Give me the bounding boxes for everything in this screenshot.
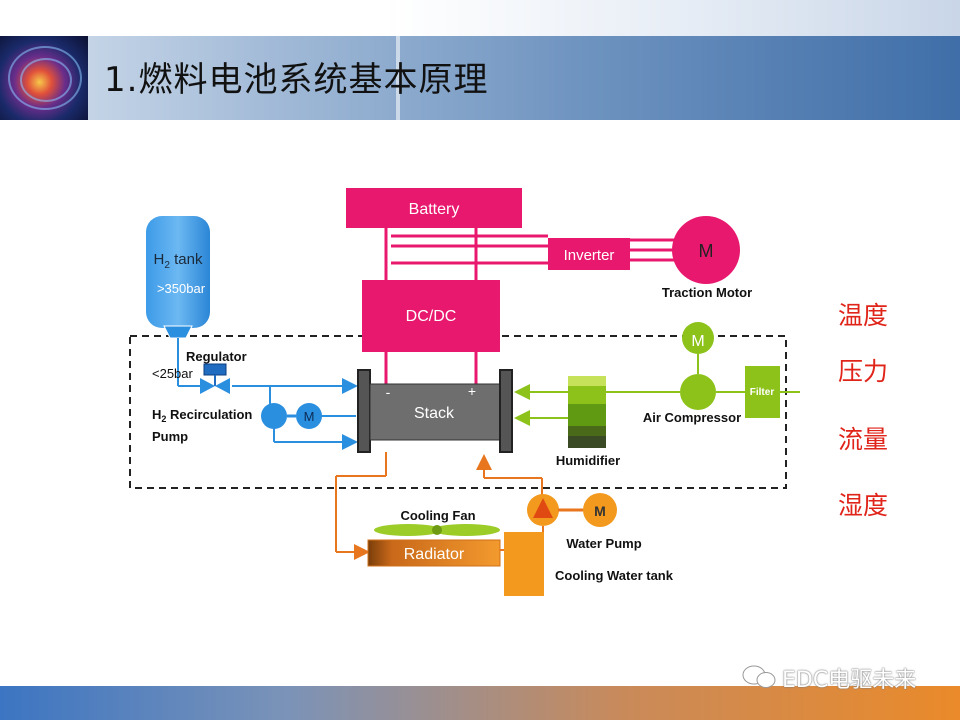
water-pump-motor-symbol: M bbox=[594, 503, 606, 519]
stack-right-endplate bbox=[499, 369, 513, 453]
water-pump-motor-icon bbox=[583, 493, 617, 527]
watermark-text: EDC电驱未来 bbox=[782, 668, 917, 693]
slide-title: 1.燃料电池系统基本原理 bbox=[104, 60, 489, 100]
inverter-label: Inverter bbox=[564, 247, 615, 264]
stack-plus-terminal: + bbox=[468, 383, 476, 399]
footer-band bbox=[0, 686, 960, 720]
side-label-temperature: 温度 bbox=[838, 301, 889, 330]
humidifier-label: Humidifier bbox=[556, 453, 620, 468]
compressor-motor-icon bbox=[682, 322, 714, 354]
recirc-pump-label-1: H2 Recirculation bbox=[152, 407, 252, 424]
valve-icon bbox=[200, 378, 230, 394]
traction-motor-symbol: M bbox=[699, 241, 714, 261]
cooling-water-tank-label: Cooling Water tank bbox=[555, 568, 674, 583]
cooling-fan-label: Cooling Fan bbox=[400, 508, 475, 523]
stack-label: Stack bbox=[414, 405, 455, 422]
side-label-pressure: 压力 bbox=[838, 357, 889, 386]
pump-motor-icon bbox=[296, 403, 322, 429]
inverter-box bbox=[548, 238, 630, 270]
cooling-fan-hub-icon bbox=[432, 525, 442, 535]
pump-motor-symbol: M bbox=[304, 409, 315, 424]
compressor-motor-symbol: M bbox=[691, 333, 704, 350]
side-label-humidity: 湿度 bbox=[838, 491, 889, 520]
cooling-water-tank bbox=[504, 532, 544, 596]
side-label-flow: 流量 bbox=[838, 425, 889, 454]
air-compressor-icon bbox=[680, 374, 716, 410]
stack-body bbox=[369, 383, 501, 441]
header-divider bbox=[396, 0, 400, 120]
top-header-band bbox=[0, 0, 960, 36]
globe-logo-icon bbox=[0, 36, 88, 120]
title-bar bbox=[0, 36, 960, 120]
recirculation-pump-icon bbox=[261, 403, 287, 429]
water-pump-label: Water Pump bbox=[566, 536, 641, 551]
stack-minus-terminal: - bbox=[386, 384, 391, 400]
tank-valve-icon bbox=[163, 325, 193, 339]
regulator-icon bbox=[203, 363, 227, 376]
radiator-box bbox=[367, 539, 501, 567]
cooling-fan-blade-right bbox=[432, 524, 500, 536]
filter-box bbox=[745, 366, 780, 418]
recirc-pump-label-2: Pump bbox=[152, 429, 188, 444]
regulator-label: Regulator bbox=[186, 349, 247, 364]
stack-left-endplate bbox=[357, 369, 371, 453]
h2-tank-label: H2 tank bbox=[154, 251, 203, 271]
hydrogen-lines bbox=[177, 338, 358, 450]
h2-tank bbox=[146, 216, 210, 328]
cooling-fan-blade-left bbox=[374, 524, 442, 536]
battery-box bbox=[346, 188, 522, 228]
regulator-pressure-label: <25bar bbox=[152, 366, 194, 381]
filter-label: Filter bbox=[750, 387, 775, 398]
dcdc-box bbox=[362, 280, 500, 352]
coolant-lines bbox=[335, 452, 543, 560]
electrical-connections bbox=[384, 226, 676, 384]
radiator-label: Radiator bbox=[404, 546, 465, 563]
air-compressor-label: Air Compressor bbox=[643, 410, 741, 425]
traction-motor-label: Traction Motor bbox=[662, 285, 752, 300]
battery-label: Battery bbox=[409, 201, 460, 218]
tank-pressure-label: >350bar bbox=[157, 281, 206, 296]
dcdc-label: DC/DC bbox=[406, 308, 457, 325]
wechat-icon bbox=[742, 665, 776, 688]
traction-motor-icon bbox=[672, 216, 740, 284]
